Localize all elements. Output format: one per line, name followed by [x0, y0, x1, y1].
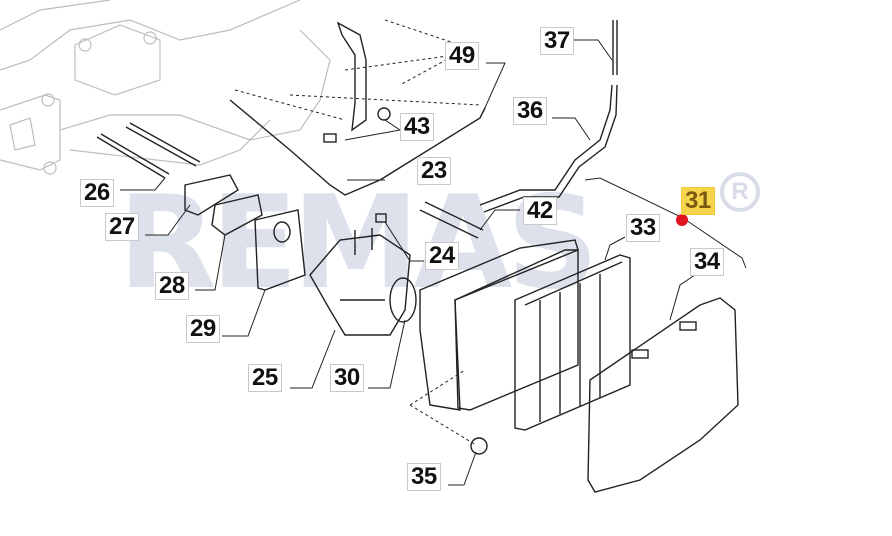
- callout-30[interactable]: 30: [330, 364, 364, 392]
- callout-24[interactable]: 24: [425, 242, 459, 270]
- callout-23[interactable]: 23: [417, 157, 451, 185]
- hose-36: [479, 84, 618, 213]
- air-filter-33: [514, 254, 631, 431]
- callout-42[interactable]: 42: [523, 197, 557, 225]
- callout-43[interactable]: 43: [400, 113, 434, 141]
- dashed-guides: [234, 19, 481, 446]
- gasket-29: [254, 209, 306, 291]
- gasket-27: [184, 174, 239, 216]
- bolt-43: [323, 133, 337, 143]
- carburettor-25: [309, 234, 411, 336]
- bracket-43: [336, 21, 367, 132]
- dipstick-37: [612, 20, 618, 75]
- callout-36[interactable]: 36: [513, 97, 547, 125]
- air-box-base-32: [454, 249, 579, 411]
- callout-33[interactable]: 33: [626, 214, 660, 242]
- callout-37[interactable]: 37: [540, 27, 574, 55]
- part-31-marker[interactable]: [676, 214, 688, 226]
- registered-mark-icon: R: [720, 172, 760, 212]
- cover-34: [587, 297, 739, 493]
- tube-42: [419, 201, 484, 239]
- knob-35: [470, 437, 488, 455]
- callout-27[interactable]: 27: [105, 213, 139, 241]
- nut-43: [377, 107, 391, 121]
- stud-26b: [125, 122, 201, 167]
- stud-26: [96, 133, 170, 179]
- engine-block-drawing: [0, 0, 331, 175]
- callout-34[interactable]: 34: [690, 248, 724, 276]
- screw-24: [375, 213, 387, 223]
- callout-25[interactable]: 25: [248, 364, 282, 392]
- callout-49[interactable]: 49: [445, 42, 479, 70]
- rod-23: [229, 99, 486, 196]
- parts-lines: [96, 20, 739, 493]
- spacer-28: [211, 194, 263, 236]
- callout-31-highlighted[interactable]: 31: [681, 187, 715, 215]
- oring-30: [389, 277, 417, 323]
- callout-29[interactable]: 29: [186, 315, 220, 343]
- callout-28[interactable]: 28: [155, 272, 189, 300]
- callout-26[interactable]: 26: [80, 179, 114, 207]
- callout-35[interactable]: 35: [407, 463, 441, 491]
